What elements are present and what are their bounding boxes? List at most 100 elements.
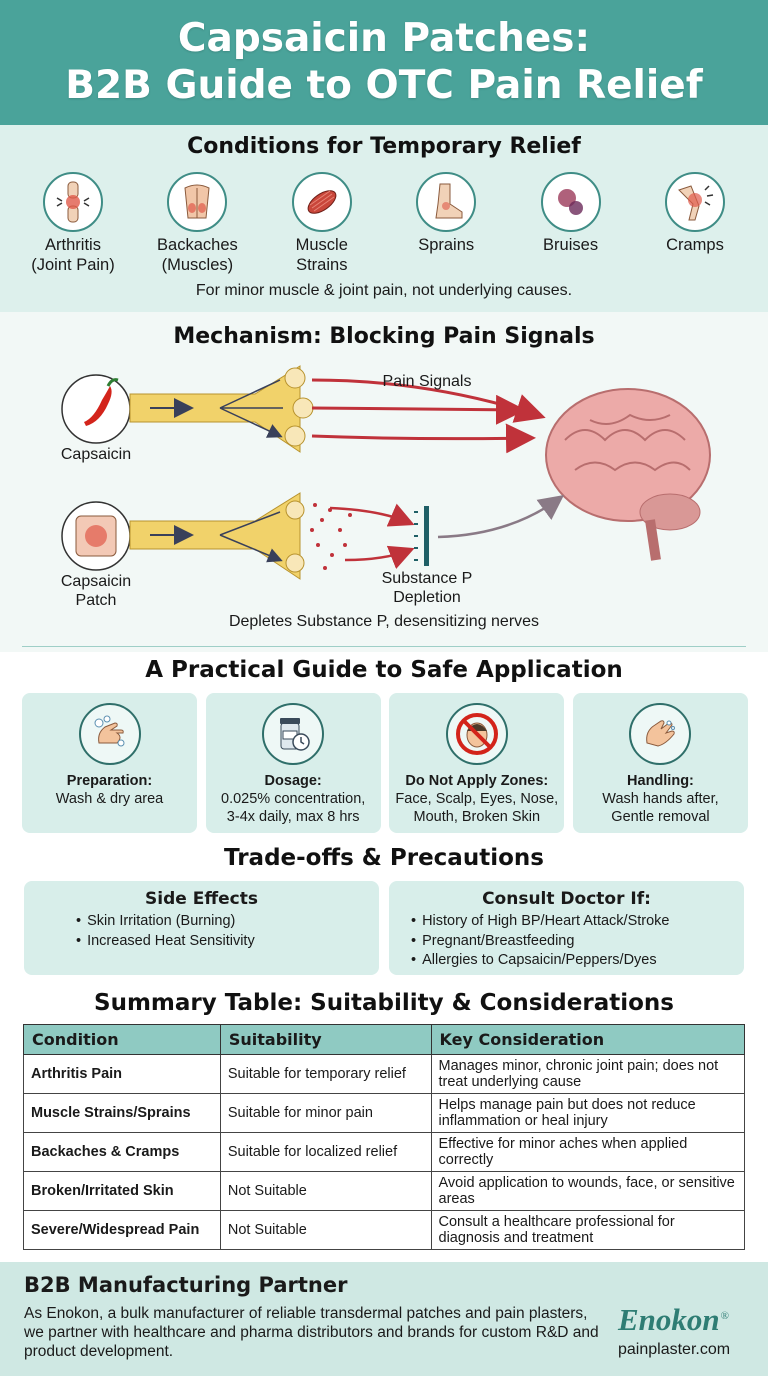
capsaicin-patch-icon [61,501,131,571]
registered-mark: ® [720,1309,730,1322]
brain-icon [545,388,711,561]
side-effects-box: Side Effects Skin Irritation (Burning) I… [24,881,379,975]
card-text: 0.025% concentration, 3-4x daily, max 8 … [221,791,366,825]
page-title: Capsaicin Patches: B2B Guide to OTC Pain… [65,16,703,108]
consult-doctor-box: Consult Doctor If: History of High BP/He… [389,881,744,975]
condition-label: Sprains [418,236,475,254]
consult-doctor-title: Consult Doctor If: [482,889,651,909]
table-cell: Effective for minor aches when applied c… [430,1132,746,1172]
conditions-list: Arthritis (Joint Pain) Backaches (Muscle… [14,172,754,275]
website-link[interactable]: painplaster.com [618,1341,731,1358]
condition-backaches: Backaches (Muscles) [138,172,256,275]
card-title: Dosage: [264,773,322,789]
table-cell: Avoid application to wounds, face, or se… [430,1171,746,1211]
table-cell: Severe/Widespread Pain [23,1210,221,1250]
section-divider [22,646,746,647]
list-item: Skin Irritation (Burning) [76,912,379,932]
condition-arthritis: Arthritis (Joint Pain) [14,172,132,275]
table-row: Broken/Irritated Skin Not Suitable Avoid… [23,1171,746,1211]
condition-label: Backaches (Muscles) [157,236,238,274]
ankle-icon [416,172,477,232]
footer-title: B2B Manufacturing Partner [24,1273,348,1297]
table-cell: Not Suitable [219,1210,432,1250]
table-cell: Muscle Strains/Sprains [23,1093,221,1133]
table-row: Backaches & Cramps Suitable for localize… [23,1132,746,1172]
card-text: Wash & dry area [55,791,164,807]
list-item: Increased Heat Sensitivity [76,932,379,952]
table-cell: Suitable for temporary relief [219,1054,432,1094]
bruise-icon [540,172,601,232]
table-cell: Helps manage pain but does not reduce in… [430,1093,746,1133]
hand-wash-icon [78,703,141,765]
pain-signal-arrows [311,378,546,454]
table-cell: Broken/Irritated Skin [23,1171,221,1211]
conditions-title: Conditions for Temporary Relief [187,134,581,159]
card-title: Do Not Apply Zones: [405,773,549,789]
footer-text: As Enokon, a bulk manufacturer of reliab… [24,1305,599,1360]
guide-card-no-apply-zones: Do Not Apply Zones: Face, Scalp, Eyes, N… [389,693,565,833]
guide-title: A Practical Guide to Safe Application [145,657,623,683]
guide-card-preparation: Preparation: Wash & dry area [22,693,197,833]
table-row: Arthritis Pain Suitable for temporary re… [23,1054,746,1094]
hands-icon [629,703,692,765]
condition-cramps: Cramps [636,172,754,275]
back-muscles-icon [167,172,228,232]
side-effects-list: Skin Irritation (Burning) Increased Heat… [24,912,379,951]
muscle-icon [291,172,352,232]
consult-doctor-list: History of High BP/Heart Attack/Stroke P… [389,912,744,971]
table-row: Muscle Strains/Sprains Suitable for mino… [23,1093,746,1133]
table-row: Severe/Widespread Pain Not Suitable Cons… [23,1210,746,1250]
table-cell: Consult a healthcare professional for di… [430,1210,746,1250]
table-cell: Suitable for localized relief [219,1132,432,1172]
blocked-signal-arrow [437,495,565,539]
column-header: Condition [23,1024,221,1055]
mechanism-caption: Depletes Substance P, desensitizing nerv… [228,613,540,630]
condition-label: Bruises [543,236,599,254]
substance-p-label: Substance P Depletion [381,570,473,606]
page-header: Capsaicin Patches: B2B Guide to OTC Pain… [0,0,768,125]
capsaicin-pepper-icon [61,374,131,444]
no-face-icon [445,703,508,765]
condition-label: Muscle Strains [295,236,348,274]
substance-p-barrier [414,506,429,566]
knee-joint-icon [43,172,103,232]
guide-card-handling: Handling: Wash hands after, Gentle remov… [572,693,748,833]
table-cell: Backaches & Cramps [23,1132,221,1172]
side-effects-title: Side Effects [145,889,258,909]
list-item: Allergies to Capsaicin/Peppers/Dyes [411,951,744,971]
capsaicin-patch-label: Capsaicin Patch [60,573,132,609]
summary-table: Condition Suitability Key Consideration … [23,1024,746,1250]
table-cell: Manages minor, chronic joint pain; does … [430,1054,746,1094]
column-header: Suitability [219,1024,432,1055]
capsaicin-label: Capsaicin [60,446,132,463]
card-text: Face, Scalp, Eyes, Nose, Mouth, Broken S… [395,791,559,825]
conditions-section [0,125,768,312]
nerve-fiber-top [129,365,314,453]
pain-signals-label: Pain Signals [382,373,472,390]
card-text: Wash hands after, Gentle removal [602,791,719,825]
table-cell: Not Suitable [219,1171,432,1211]
list-item: Pregnant/Breastfeeding [411,932,744,952]
brand-logo: Enokon® [618,1302,758,1338]
guide-cards: Preparation: Wash & dry area Dosage: 0.0… [22,693,748,833]
column-header: Key Consideration [430,1024,746,1055]
brand-name: Enokon [618,1302,720,1337]
list-item: History of High BP/Heart Attack/Stroke [411,912,744,932]
condition-muscle-strains: Muscle Strains [263,172,381,275]
table-cell: Suitable for minor pain [219,1093,432,1133]
condition-bruises: Bruises [512,172,630,275]
table-cell: Arthritis Pain [23,1054,221,1094]
mechanism-title: Mechanism: Blocking Pain Signals [173,324,595,349]
condition-label: Arthritis (Joint Pain) [31,236,115,274]
nerve-fiber-bottom [129,492,415,580]
table-header-row: Condition Suitability Key Consideration [23,1024,746,1055]
guide-card-dosage: Dosage: 0.025% concentration, 3-4x daily… [205,693,381,833]
bottle-clock-icon [262,703,325,765]
mechanism-diagram [61,365,711,580]
footer-section [0,1262,768,1376]
card-title: Handling: [627,773,694,789]
summary-title: Summary Table: Suitability & Considerati… [94,990,674,1016]
cramp-icon [664,172,725,232]
conditions-note: For minor muscle & joint pain, not under… [195,282,573,299]
condition-sprains: Sprains [387,172,505,275]
